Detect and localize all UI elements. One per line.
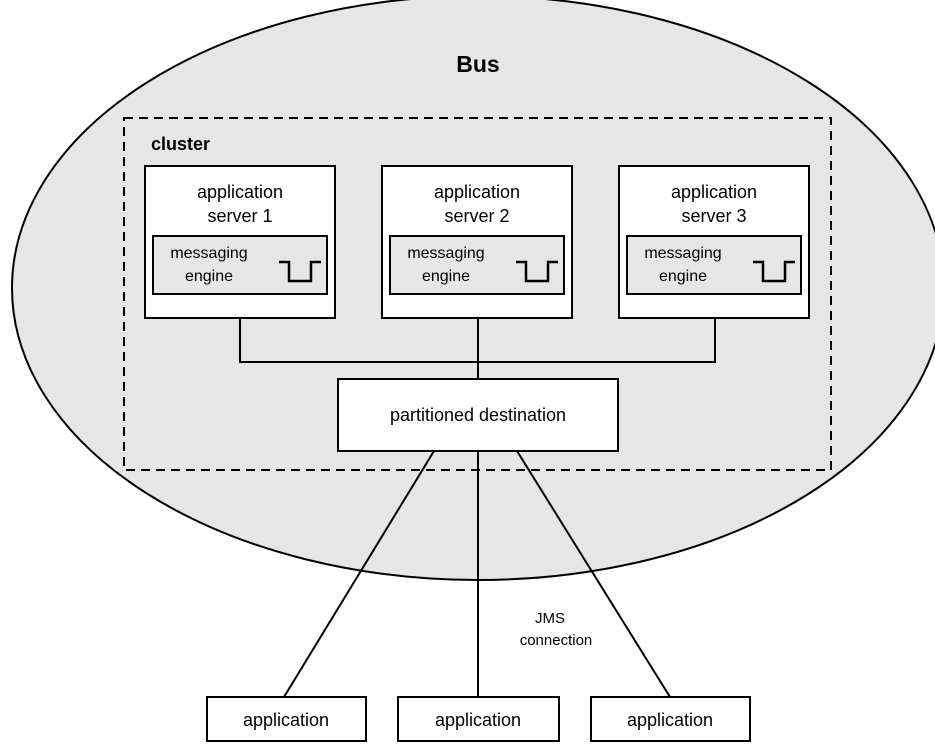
server-label-line2: server 1: [207, 206, 272, 226]
engine-label-line1: messaging: [407, 245, 484, 262]
partitioned-destination[interactable]: partitioned destination: [337, 378, 619, 452]
destination-label: partitioned destination: [390, 405, 566, 425]
application-server-1[interactable]: application server 1 messaging engine: [144, 165, 336, 319]
messaging-engine-box: [389, 235, 565, 295]
messaging-engine-box: [152, 235, 328, 295]
server-label-line1: application: [434, 182, 520, 202]
application-label: application: [243, 710, 329, 730]
application-label: application: [435, 710, 521, 730]
application-1[interactable]: application: [206, 696, 367, 742]
server-label-line1: application: [671, 182, 757, 202]
connection-line-left: [283, 450, 435, 698]
jms-connection-label-line2: connection: [520, 632, 593, 649]
queue-icon: [753, 260, 795, 283]
jms-connection-lines: [283, 450, 671, 698]
application-box: [397, 696, 560, 742]
destination-box: [337, 378, 619, 452]
application-server-2[interactable]: application server 2 messaging engine: [381, 165, 573, 319]
queue-icon: [516, 260, 558, 283]
engine-label-line2: engine: [659, 268, 707, 285]
engine-label-line1: messaging: [644, 245, 721, 262]
engine-label-line2: engine: [185, 268, 233, 285]
messaging-engine-box: [626, 235, 802, 295]
queue-icon: [279, 260, 321, 283]
cluster-label: cluster: [151, 134, 210, 154]
connection-line-right: [516, 450, 671, 698]
server-connectors: [239, 318, 716, 379]
application-box: [206, 696, 367, 742]
application-box: [590, 696, 751, 742]
server-label-line1: application: [197, 182, 283, 202]
engine-label-line1: messaging: [170, 245, 247, 262]
server-label-line2: server 2: [444, 206, 509, 226]
application-2[interactable]: application: [397, 696, 560, 742]
server-label-line2: server 3: [681, 206, 746, 226]
engine-label-line2: engine: [422, 268, 470, 285]
application-label: application: [627, 710, 713, 730]
application-server-3[interactable]: application server 3 messaging engine: [618, 165, 810, 319]
bus-label: Bus: [456, 51, 499, 77]
application-3[interactable]: application: [590, 696, 751, 742]
jms-connection-label-line1: JMS: [535, 610, 565, 627]
